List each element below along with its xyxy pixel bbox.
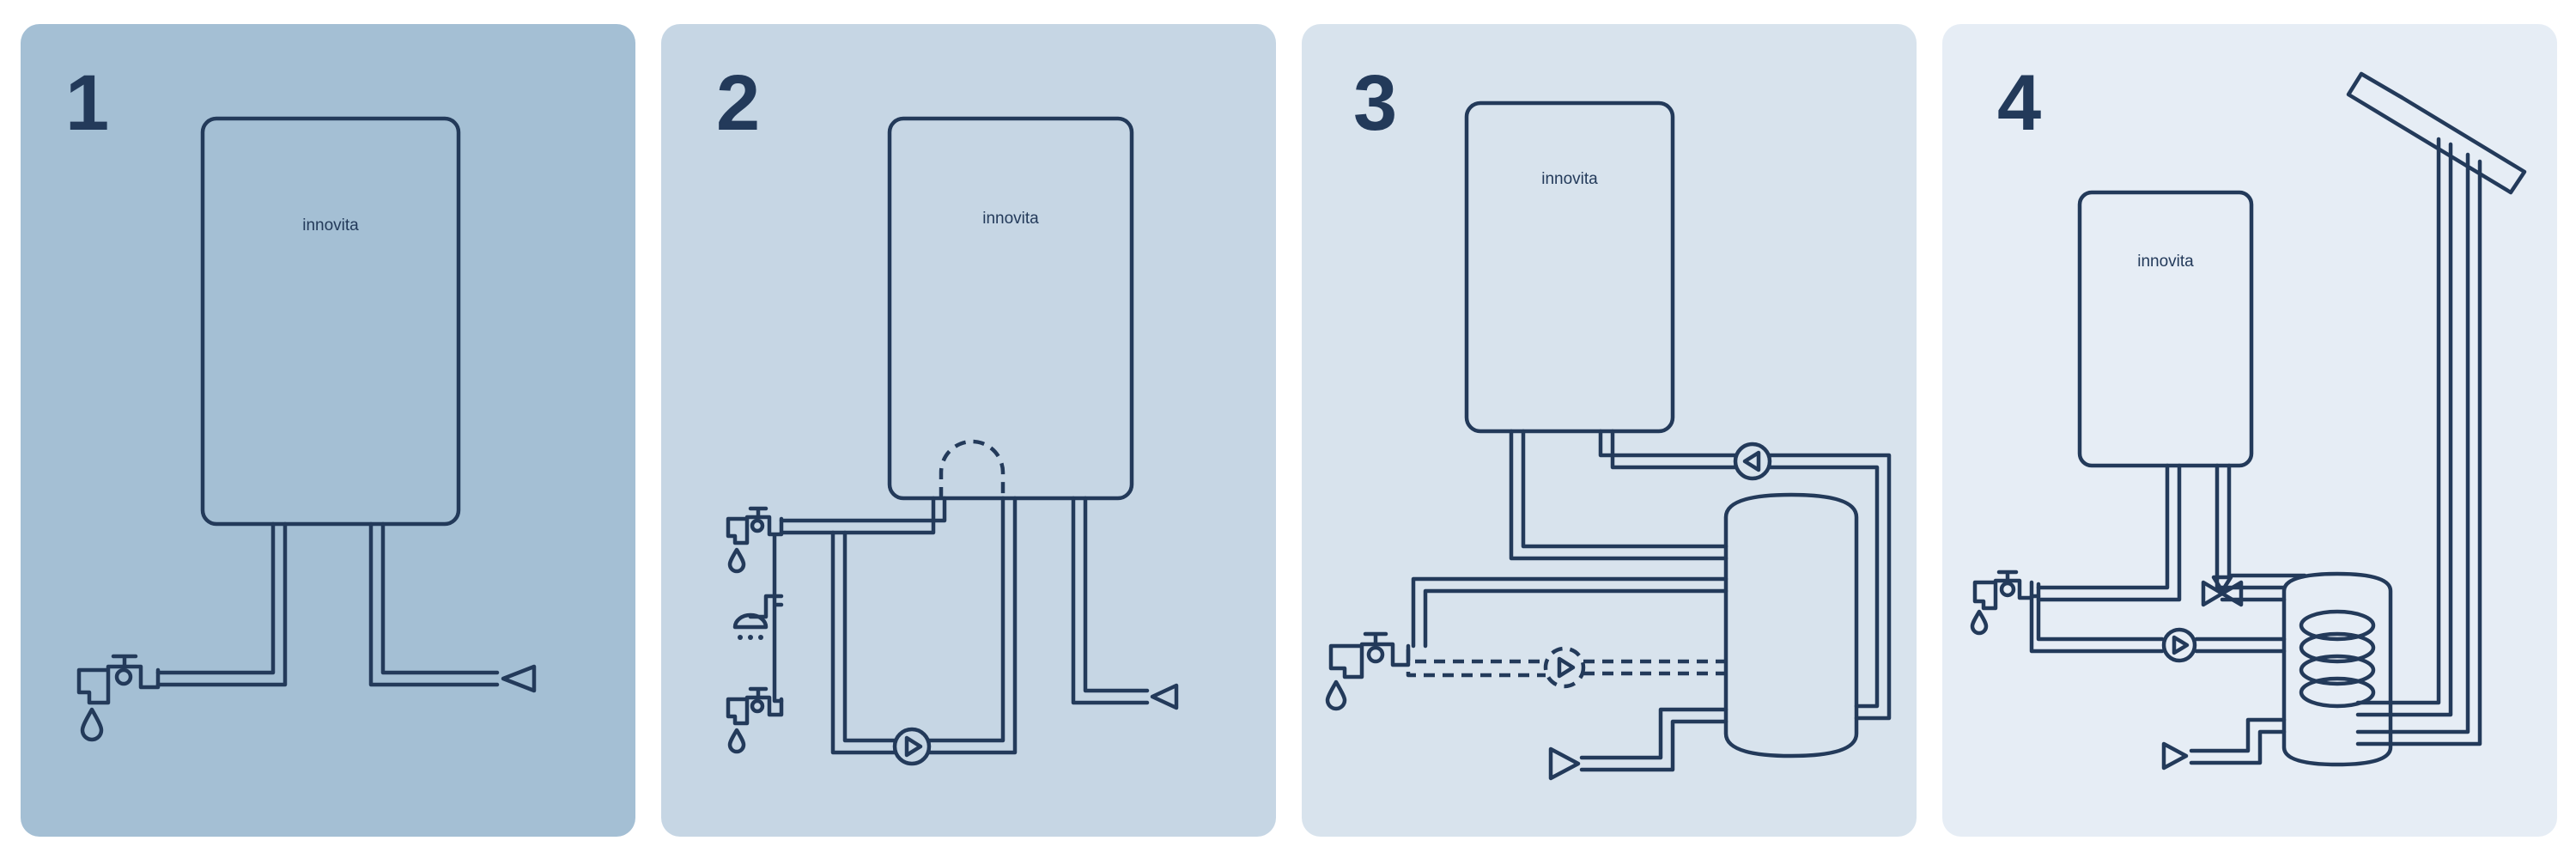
pipes [155, 521, 500, 687]
tap-icon [1328, 631, 1411, 679]
brand-label: innovita [2137, 253, 2194, 271]
arrow-outlet-icon [1548, 746, 1581, 781]
panel-1: 1 innovita [21, 24, 635, 837]
tap-icon [726, 506, 784, 545]
pump-icon [892, 727, 932, 766]
brand-label: innovita [302, 216, 359, 235]
boiler-unit: innovita [1464, 101, 1675, 434]
panel-3: 3 innovita [1302, 24, 1917, 837]
panel-number: 1 [65, 59, 109, 147]
pump-icon [1733, 442, 1772, 481]
internal-bypass [939, 439, 1005, 498]
panel-number: 2 [716, 59, 760, 147]
panel-number: 3 [1353, 59, 1397, 147]
storage-tank [1723, 492, 1859, 758]
three-way-valve-icon [2201, 575, 2244, 607]
arrow-outlet-icon [2161, 741, 2189, 771]
brand-label: innovita [982, 210, 1039, 228]
heat-exchanger-coil-icon [2299, 609, 2376, 709]
shower-icon [732, 594, 784, 640]
diagram-1: innovita [76, 116, 537, 742]
boiler-unit: innovita [200, 116, 461, 527]
tap-icon [1972, 570, 2034, 611]
panel-number: 4 [1997, 59, 2041, 147]
tap-icon [76, 654, 161, 705]
storage-tank [2281, 571, 2393, 767]
boiler-unit: innovita [2077, 190, 2254, 468]
water-drop-icon [1325, 679, 1347, 711]
boiler-unit: innovita [887, 116, 1134, 501]
arrow-outlet-icon [1150, 683, 1179, 710]
pipes [1406, 429, 1892, 772]
arrow-outlet-icon [501, 664, 537, 693]
water-drop-icon [727, 728, 746, 754]
diagram-2: innovita [726, 116, 1179, 766]
pipes [2029, 463, 2307, 765]
diagram-3: innovita [1325, 101, 1892, 781]
pipes [772, 496, 1150, 755]
pump-icon-dashed [1543, 646, 1586, 689]
pump-icon [2161, 627, 2197, 663]
solar-collector-icon [2346, 71, 2527, 746]
tap-icon [726, 686, 784, 726]
diagram-4: innovita [1970, 71, 2527, 771]
water-drop-icon [80, 707, 104, 742]
brand-label: innovita [1541, 170, 1598, 188]
panel-4: 4 innovita [1942, 24, 2557, 837]
panel-2: 2 innovita [661, 24, 1276, 837]
water-drop-icon [727, 547, 746, 574]
water-drop-icon [1970, 609, 1989, 636]
